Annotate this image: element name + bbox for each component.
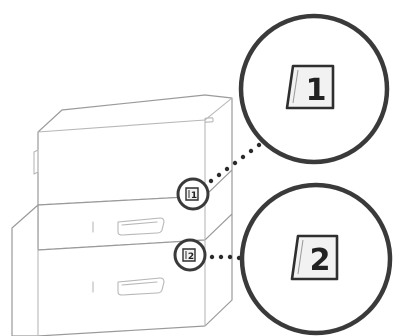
leader-line-1 (208, 142, 262, 184)
tray-2-callout: 2 (239, 182, 393, 336)
tray-2-small-marker: 2 (173, 238, 207, 272)
tray-1-callout: 1 (238, 13, 390, 165)
tray-2-label-icon (290, 234, 339, 281)
tray-1-number: 1 (306, 73, 327, 108)
tray-1-small-number: 1 (191, 191, 197, 201)
leader-line-2 (209, 254, 242, 261)
tray-1-small-marker: 1 (176, 177, 210, 211)
tray-2-small-number: 2 (188, 252, 194, 262)
tray-1-label-icon (285, 64, 335, 110)
tray-2-number: 2 (310, 243, 331, 278)
